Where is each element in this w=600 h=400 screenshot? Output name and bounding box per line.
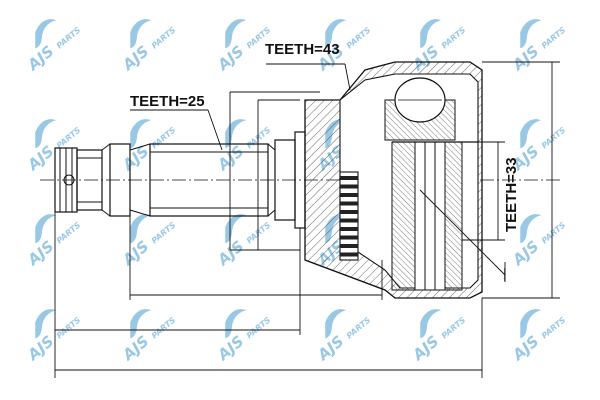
- watermark-suffix: PARTS: [540, 25, 568, 50]
- watermark-suffix: PARTS: [540, 220, 568, 245]
- watermark-suffix: PARTS: [345, 315, 373, 340]
- abs-ring-tooth: [340, 235, 358, 240]
- swoosh-logo-icon: [225, 19, 247, 49]
- watermark-suffix: PARTS: [150, 25, 178, 50]
- watermark-suffix: PARTS: [345, 25, 373, 50]
- swoosh-logo-icon: [520, 19, 542, 49]
- watermark-suffix: PARTS: [440, 315, 468, 340]
- swoosh-logo-icon: [520, 214, 542, 244]
- watermark-suffix: PARTS: [150, 315, 178, 340]
- watermark-brand: AJS: [509, 332, 543, 364]
- watermark-suffix: PARTS: [245, 315, 273, 340]
- threaded-end: [54, 143, 111, 217]
- watermark-suffix: PARTS: [55, 25, 83, 50]
- bearing-cage: [384, 77, 478, 291]
- watermark-suffix: PARTS: [55, 315, 83, 340]
- splined-shaft: [149, 143, 276, 217]
- teeth-abs-label: TEETH=33: [503, 157, 520, 232]
- teeth-outer-label: TEETH=43: [265, 41, 340, 58]
- abs-ring-tooth: [340, 184, 358, 189]
- swoosh-logo-icon: [35, 119, 57, 149]
- teeth-inner-label: TEETH=25: [130, 93, 205, 110]
- swoosh-logo-icon: [130, 309, 152, 339]
- watermark-brand: AJS: [214, 332, 248, 364]
- watermark-suffix: PARTS: [150, 220, 178, 245]
- swoosh-logo-icon: [35, 214, 57, 244]
- watermark-suffix: PARTS: [150, 125, 178, 150]
- swoosh-logo-icon: [130, 119, 152, 149]
- watermark-brand: AJS: [119, 142, 153, 174]
- swoosh-logo-icon: [35, 19, 57, 49]
- swoosh-logo-icon: [130, 214, 152, 244]
- abs-ring-tooth: [340, 176, 358, 180]
- abs-ring-tooth: [340, 252, 358, 257]
- swoosh-logo-icon: [520, 119, 542, 149]
- abs-ring-tooth: [340, 244, 358, 248]
- abs-ring-tooth: [340, 193, 358, 197]
- abs-ring-tooth: [340, 218, 358, 223]
- watermark-suffix: PARTS: [440, 25, 468, 50]
- watermark-brand: AJS: [119, 332, 153, 364]
- watermark-brand: AJS: [409, 332, 443, 364]
- watermark-brand: AJS: [24, 332, 58, 364]
- watermark-brand: AJS: [314, 332, 348, 364]
- swoosh-logo-icon: [420, 19, 442, 49]
- watermark-layer: AJSPARTSAJSPARTSAJSPARTSAJSPARTSAJSPARTS…: [24, 19, 568, 365]
- watermark-brand: AJS: [24, 142, 58, 174]
- watermark-suffix: PARTS: [55, 125, 83, 150]
- watermark-brand: AJS: [214, 42, 248, 74]
- swoosh-logo-icon: [225, 309, 247, 339]
- swoosh-logo-icon: [325, 309, 347, 339]
- dimension-lines: [54, 61, 560, 378]
- watermark-brand: AJS: [509, 237, 543, 269]
- swoosh-logo-icon: [225, 119, 247, 149]
- swoosh-logo-icon: [225, 214, 247, 244]
- watermark-brand: AJS: [24, 237, 58, 269]
- abs-ring-tooth: [340, 227, 358, 231]
- abs-ring-tooth: [340, 210, 358, 214]
- swoosh-logo-icon: [130, 19, 152, 49]
- watermark-brand: AJS: [509, 42, 543, 74]
- watermark-suffix: PARTS: [540, 125, 568, 150]
- abs-tone-ring: [339, 171, 359, 261]
- watermark-suffix: PARTS: [540, 315, 568, 340]
- swoosh-logo-icon: [420, 309, 442, 339]
- swoosh-logo-icon: [325, 19, 347, 49]
- abs-ring-tooth: [340, 201, 358, 206]
- swoosh-logo-icon: [35, 309, 57, 339]
- cv-joint-part: [40, 61, 560, 378]
- watermark-brand: AJS: [24, 42, 58, 74]
- ring-index-mark: |: [503, 265, 507, 281]
- watermark-suffix: PARTS: [55, 220, 83, 245]
- watermark-brand: AJS: [119, 42, 153, 74]
- swoosh-logo-icon: [520, 309, 542, 339]
- watermark-suffix: PARTS: [245, 220, 273, 245]
- shaft-neck: [109, 143, 151, 217]
- watermark-brand: AJS: [119, 237, 153, 269]
